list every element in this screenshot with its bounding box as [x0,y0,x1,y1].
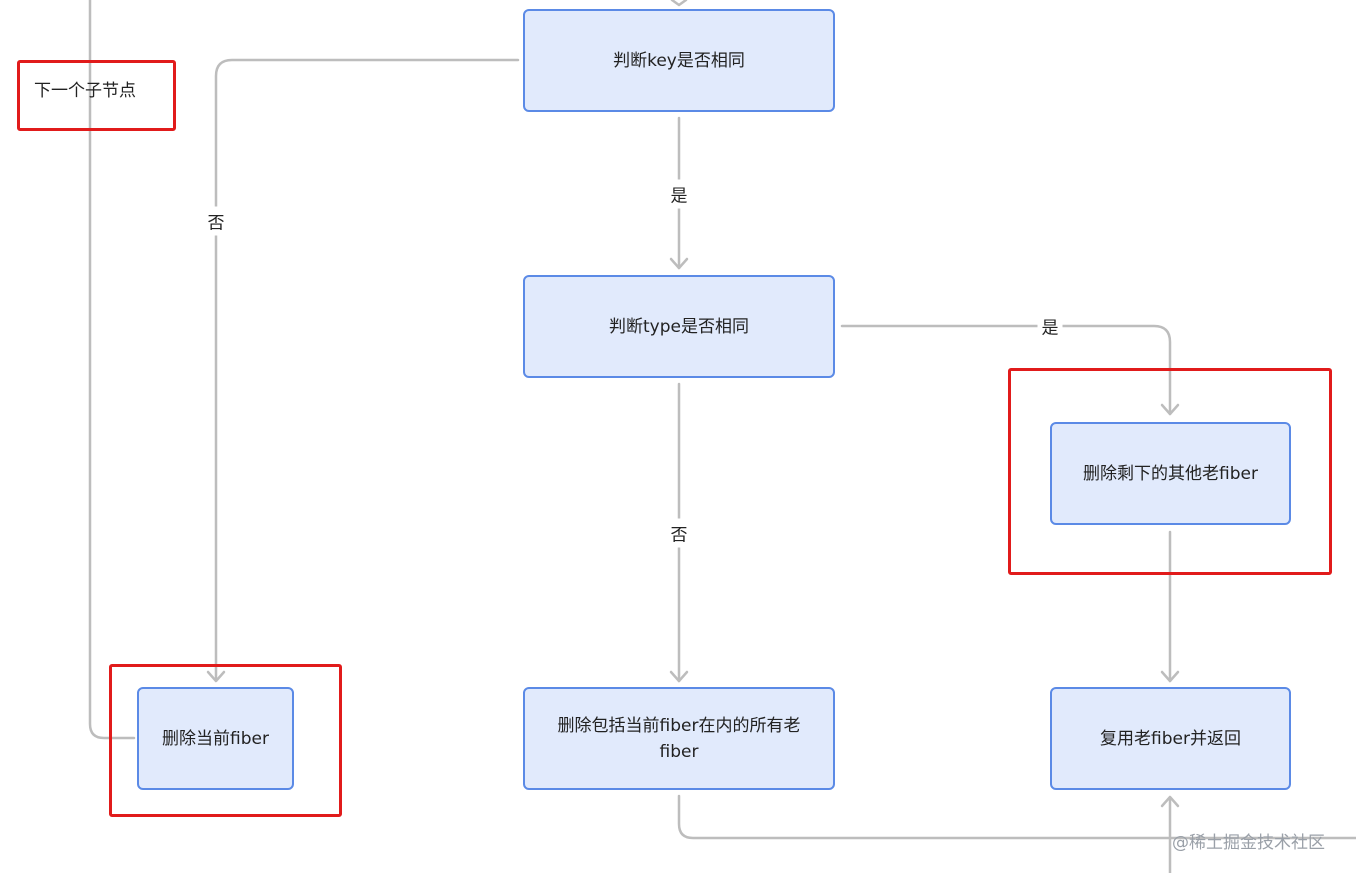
node-type-check-label: 判断type是否相同 [609,316,749,337]
highlight-box-delete-rest [1008,368,1332,575]
highlight-box-next-child [17,60,176,131]
node-reuse: 复用老fiber并返回 [1050,687,1291,790]
next-child-note: 下一个子节点 [34,81,136,101]
arrowhead-type-no [669,670,689,683]
node-key-check: 判断key是否相同 [523,9,835,112]
connector-next-child-loop [88,0,136,740]
arrowhead-type-yes [1160,403,1180,416]
node-delete-all: 删除包括当前fiber在内的所有老fiber [523,687,835,790]
node-reuse-label: 复用老fiber并返回 [1100,728,1241,749]
node-type-check: 判断type是否相同 [523,275,835,378]
connector-type-yes [840,324,1172,416]
node-delete-all-label: 删除包括当前fiber在内的所有老fiber [557,715,801,762]
edge-label-key-no: 否 [203,206,229,236]
arrowhead-key-yes [669,257,689,270]
arrowhead-reuse-incoming [1160,795,1180,808]
highlight-box-delete-current [109,664,342,817]
connector-delete-all-out [677,794,1356,840]
edge-label-type-no: 否 [666,518,692,548]
node-delete-rest: 删除剩下的其他老fiber [1050,422,1291,525]
arrowhead-key-no [206,670,226,683]
node-delete-current-label: 删除当前fiber [162,728,269,749]
arrowhead-rest-to-reuse [1160,670,1180,683]
node-key-check-label: 判断key是否相同 [613,50,745,71]
edge-label-key-yes: 是 [666,179,692,209]
watermark: @稀土掘金技术社区 [1172,833,1325,853]
edge-label-type-yes: 是 [1037,311,1063,341]
node-delete-rest-label: 删除剩下的其他老fiber [1083,463,1258,484]
connector-top-incoming [670,0,688,7]
node-delete-current: 删除当前fiber [137,687,294,790]
connector-key-no [214,58,520,682]
